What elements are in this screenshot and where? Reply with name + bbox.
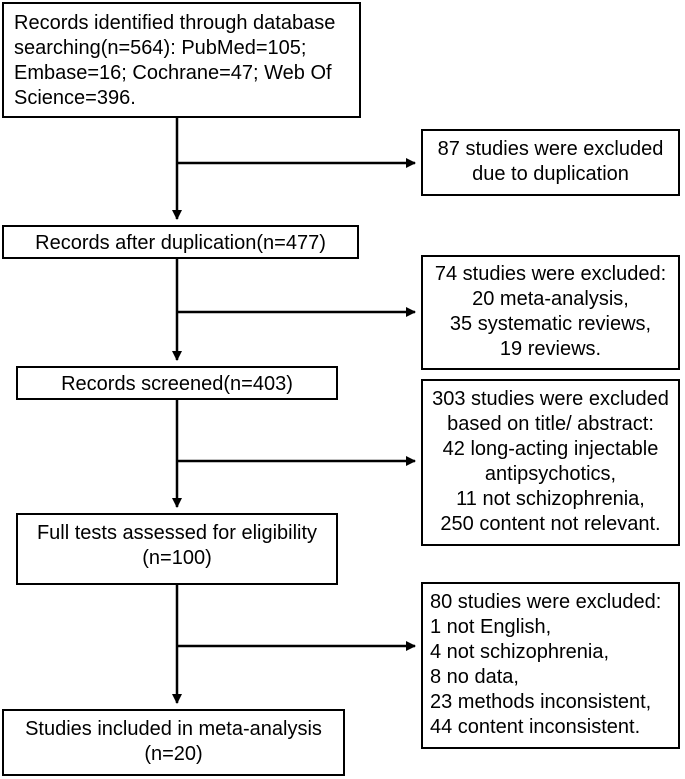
studies-included-box: Studies included in meta-analysis (n=20) [2,709,345,776]
box-line: Records screened(n=403) [61,373,293,395]
box-line: 74 studies were excluded: [434,263,667,285]
box-line: 19 reviews. [499,338,602,360]
box-line: 35 systematic reviews, [449,313,652,335]
box-line: Studies included in meta-analysis [25,718,322,740]
box-line: antipsychotics, [484,463,617,485]
records-screened-box: Records screened(n=403) [16,366,338,400]
box-line: 80 studies were excluded: [430,591,662,613]
box-line: 4 not schizophrenia, [430,641,610,663]
eligibility-box: Full tests assessed for eligibility (n=1… [16,513,338,585]
box-line: 44 content inconsistent. [430,716,641,738]
box-line: 87 studies were excluded [437,138,664,160]
box-line: Embase=16; Cochrane=47; Web Of [14,62,332,84]
excluded-reviews-box: 74 studies were excluded: 20 meta-analys… [421,255,680,370]
box-line: Records identified through database [14,12,336,34]
box-line: (n=20) [144,743,203,765]
box-line: searching(n=564): PubMed=105; [14,37,307,59]
box-line: 250 content not relevant. [440,513,661,535]
records-after-duplication-box: Records after duplication(n=477) [2,225,359,259]
excluded-title-box: 303 studies were excluded based on title… [421,379,680,546]
box-line: Full tests assessed for eligibility [36,522,318,544]
box-line: Records after duplication(n=477) [35,232,326,254]
box-line: 42 long-acting injectable [442,438,659,460]
records-identified-box: Records identified through database sear… [2,2,361,118]
box-line: based on title/ abstract: [447,413,654,435]
box-line: 8 no data, [430,666,519,688]
box-line: 23 methods inconsistent, [430,691,652,713]
box-line: 11 not schizophrenia, [456,488,645,510]
box-line: 303 studies were excluded [432,388,669,410]
box-line: due to duplication [472,163,629,185]
box-line: 1 not English, [430,616,552,638]
box-line: (n=100) [142,547,212,569]
box-line: Science=396. [14,87,136,109]
excluded-fulltext-box: 80 studies were excluded: 1 not English,… [421,582,680,749]
excluded-duplication-box: 87 studies were excluded due to duplicat… [421,129,680,196]
box-line: 20 meta-analysis, [472,288,629,310]
